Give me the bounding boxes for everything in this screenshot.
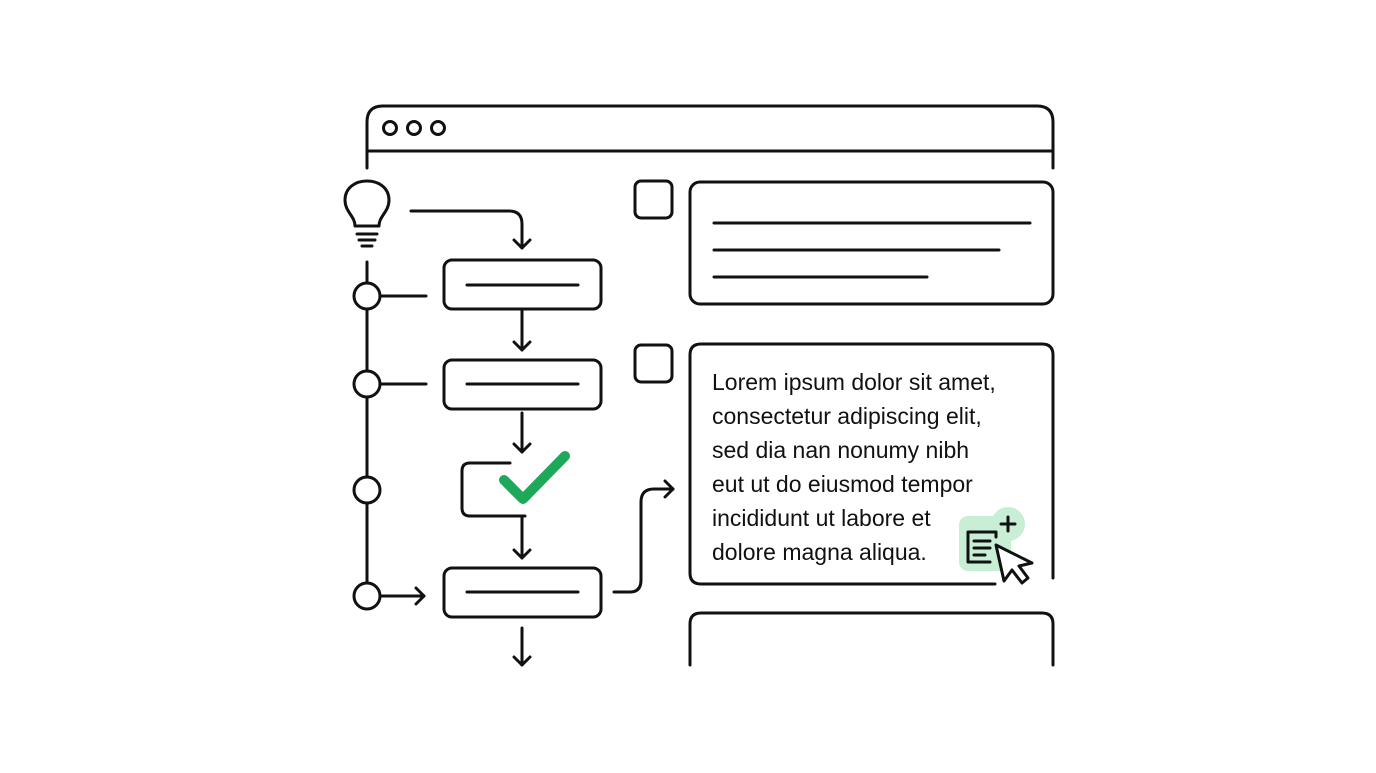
flow-step: [442, 258, 603, 311]
window-dot-2: [406, 120, 422, 136]
idea-to-step-arrow: [409, 209, 532, 250]
timeline-node: [352, 475, 382, 505]
flow-step: [442, 358, 603, 411]
browser-window-frame: [365, 104, 1055, 170]
content-card-partial: [688, 611, 1055, 667]
timeline-node: [352, 281, 382, 311]
paragraph-line-3: sed diа nan nonumy nibh: [712, 437, 969, 463]
paragraph-line-5: incididunt ut labore et: [712, 505, 931, 531]
lightbulb-icon: [343, 179, 391, 248]
text-card-outline: [688, 342, 1055, 586]
browser-window-outline: [365, 104, 1055, 170]
timeline-node: [352, 581, 382, 611]
checkpoint-outline: [460, 461, 527, 518]
window-controls-icon: [382, 120, 446, 136]
cursor-arrow-icon: [994, 543, 1034, 585]
text-card: Lorem ipsum dolor sit amet, consectetur …: [688, 342, 1055, 586]
paragraph-line-6: dolore magna aliqua.: [712, 539, 927, 565]
window-dot-1: [382, 120, 398, 136]
checkbox[interactable]: [633, 179, 674, 220]
flow-step: [442, 566, 603, 619]
paragraph-line-4: eut ut do eiusmod tempor: [712, 471, 973, 497]
timeline-node: [352, 369, 382, 399]
checkmark-icon: [499, 451, 570, 504]
step-to-text-card-arrow: [612, 479, 675, 594]
checkbox[interactable]: [633, 343, 674, 384]
paragraph-line-1: Lorem ipsum dolor sit amet,: [712, 369, 996, 395]
flow-arrows: [409, 209, 675, 667]
timeline: [352, 260, 428, 611]
paragraph-line-2: consectetur adipiscing elit,: [712, 403, 982, 429]
content-card-lines: [688, 180, 1055, 306]
window-dot-3: [430, 120, 446, 136]
checkpoint-step: [460, 451, 570, 518]
